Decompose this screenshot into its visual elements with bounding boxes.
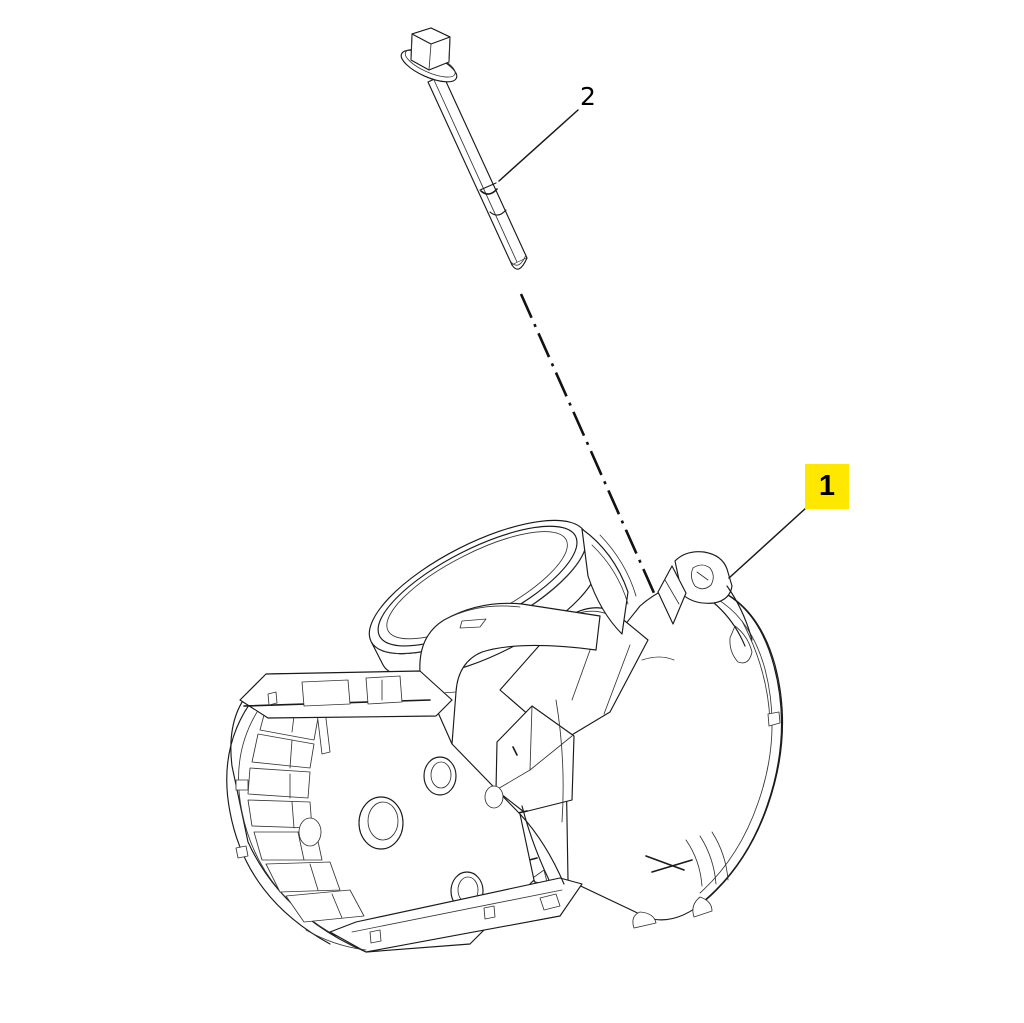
mounting-boss-hole bbox=[690, 564, 714, 590]
mounting-boss-strut-inner bbox=[713, 602, 746, 647]
cooling-fin-rib-f bbox=[309, 863, 319, 891]
inlet-duct-top-crease bbox=[443, 605, 521, 621]
end-face-boss-large bbox=[358, 796, 404, 850]
cooling-fin-rib-b bbox=[289, 739, 293, 769]
bolt-tip-inner bbox=[510, 254, 527, 266]
motor-lower-pad-right bbox=[692, 896, 713, 918]
top-rim-clip-1 bbox=[267, 691, 278, 706]
leader-line-callout-1 bbox=[728, 507, 807, 579]
end-face-boss-upper-inner bbox=[430, 761, 452, 789]
cooling-fin-rib-d bbox=[291, 801, 295, 829]
callout-label-2[interactable]: 2 bbox=[580, 81, 596, 111]
intake-cap-back-ring-line2 bbox=[599, 534, 637, 597]
cooling-fin-2 bbox=[251, 733, 315, 769]
end-face-hole-small-left bbox=[298, 817, 322, 847]
motor-right-locator-tab bbox=[767, 711, 781, 727]
bottom-rim-clip-2 bbox=[483, 905, 496, 920]
barrel-fin-mark-1 bbox=[645, 855, 685, 871]
end-face-boss-group bbox=[298, 756, 504, 911]
cooling-fin-rib-g bbox=[331, 893, 343, 919]
housing-left-lug-lower bbox=[235, 845, 249, 859]
end-face-boss-upper bbox=[423, 756, 457, 796]
mounting-boss-ear bbox=[674, 551, 733, 604]
mounting-boss-hole-shadow bbox=[696, 571, 709, 581]
motor-lower-pad-mid bbox=[632, 911, 657, 929]
end-housing-outer-arc bbox=[226, 687, 331, 945]
part-air-pump-assembly bbox=[226, 519, 784, 953]
leader-line-callout-2 bbox=[498, 109, 579, 182]
terminal-housing-notch bbox=[512, 746, 518, 756]
intake-cap-direction-marking bbox=[459, 618, 487, 629]
bottom-rim-flange bbox=[329, 877, 583, 953]
motor-barrel-seam bbox=[741, 620, 771, 723]
housing-barrel-seam bbox=[519, 813, 565, 885]
top-rim-window bbox=[301, 679, 351, 707]
top-rim-window-2 bbox=[365, 675, 403, 705]
bolt-thread-edge-upper bbox=[479, 182, 497, 191]
assembly-axis-centerline bbox=[519, 293, 664, 612]
bolt-shank-highlight bbox=[433, 79, 518, 263]
end-face-boss-large-inner bbox=[367, 801, 399, 841]
mounting-boss-collar-rib bbox=[664, 579, 680, 605]
bolt-hex-facet-right bbox=[448, 36, 451, 63]
cooling-fin-rib-e bbox=[297, 831, 305, 861]
bolt-hex-facet-center bbox=[428, 43, 432, 71]
callout-badge-1[interactable]: 1 bbox=[805, 464, 849, 509]
mounting-boss-eyelet bbox=[729, 625, 753, 664]
barrel-fin-curve-1 bbox=[685, 839, 703, 887]
bottom-rim-seam bbox=[351, 889, 563, 933]
bolt-thread-band-upper bbox=[480, 188, 498, 195]
intake-cap-back-ring bbox=[581, 528, 629, 635]
mounting-boss-strut-outer bbox=[726, 585, 753, 641]
bottom-rim-tab bbox=[539, 893, 561, 911]
end-face-hole-small-right bbox=[484, 785, 504, 809]
barrel-fin-mark-2 bbox=[651, 859, 693, 873]
inlet-duct-arm bbox=[419, 602, 601, 745]
bolt-hex-facet-left bbox=[410, 33, 413, 61]
barrel-notch-upper bbox=[641, 656, 675, 661]
cooling-fin-6 bbox=[265, 861, 341, 893]
motor-right-dome-edge bbox=[704, 584, 783, 901]
part-hex-flange-bolt bbox=[400, 27, 528, 270]
barrel-fin-curve-2 bbox=[699, 835, 717, 885]
cooling-fin-3 bbox=[247, 767, 311, 799]
barrel-fin-curve-3 bbox=[711, 831, 729, 881]
barrel-left-shade bbox=[555, 699, 564, 823]
skirt-edge-lower-left bbox=[305, 929, 367, 951]
housing-left-lug bbox=[235, 779, 249, 791]
cooling-fin-7 bbox=[285, 889, 365, 923]
bolt-thread-band-lower bbox=[489, 209, 507, 216]
intake-cap-back-ring-line bbox=[591, 544, 629, 605]
motor-right-dome-inner bbox=[699, 590, 773, 894]
terminal-housing-top-seam bbox=[529, 735, 573, 771]
mid-block-seam-b bbox=[603, 644, 631, 715]
bottom-rim-clip-1 bbox=[369, 929, 382, 944]
